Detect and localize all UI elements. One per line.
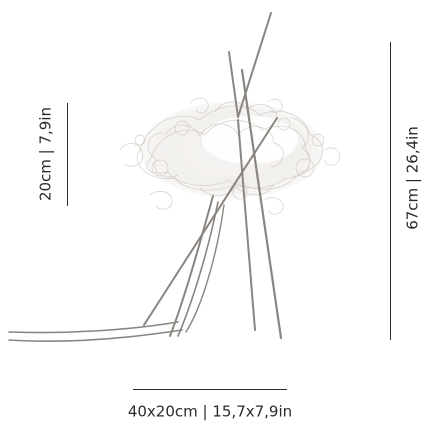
height-dimension-label: 67cm | 26,4in [403, 126, 422, 230]
rod-curved-1 [169, 195, 214, 337]
rod-right-tall [240, 68, 283, 340]
rod-center [237, 119, 256, 331]
footprint-dimension-label: 40x20cm | 15,7x7,9in [127, 402, 293, 421]
rod-top-left [228, 51, 239, 118]
footprint-dimension-line [133, 389, 287, 390]
rod-crossing [143, 117, 278, 326]
shade-dimension-label: 20cm | 7,9in [36, 106, 55, 202]
rod-top-right [237, 12, 272, 118]
rod-curved-3 [185, 204, 225, 333]
fibre-cloud [119, 97, 341, 215]
shade-dimension-line [67, 103, 68, 206]
power-cable [8, 321, 183, 343]
rod-curved-2 [177, 201, 219, 337]
height-dimension-line [390, 42, 391, 340]
